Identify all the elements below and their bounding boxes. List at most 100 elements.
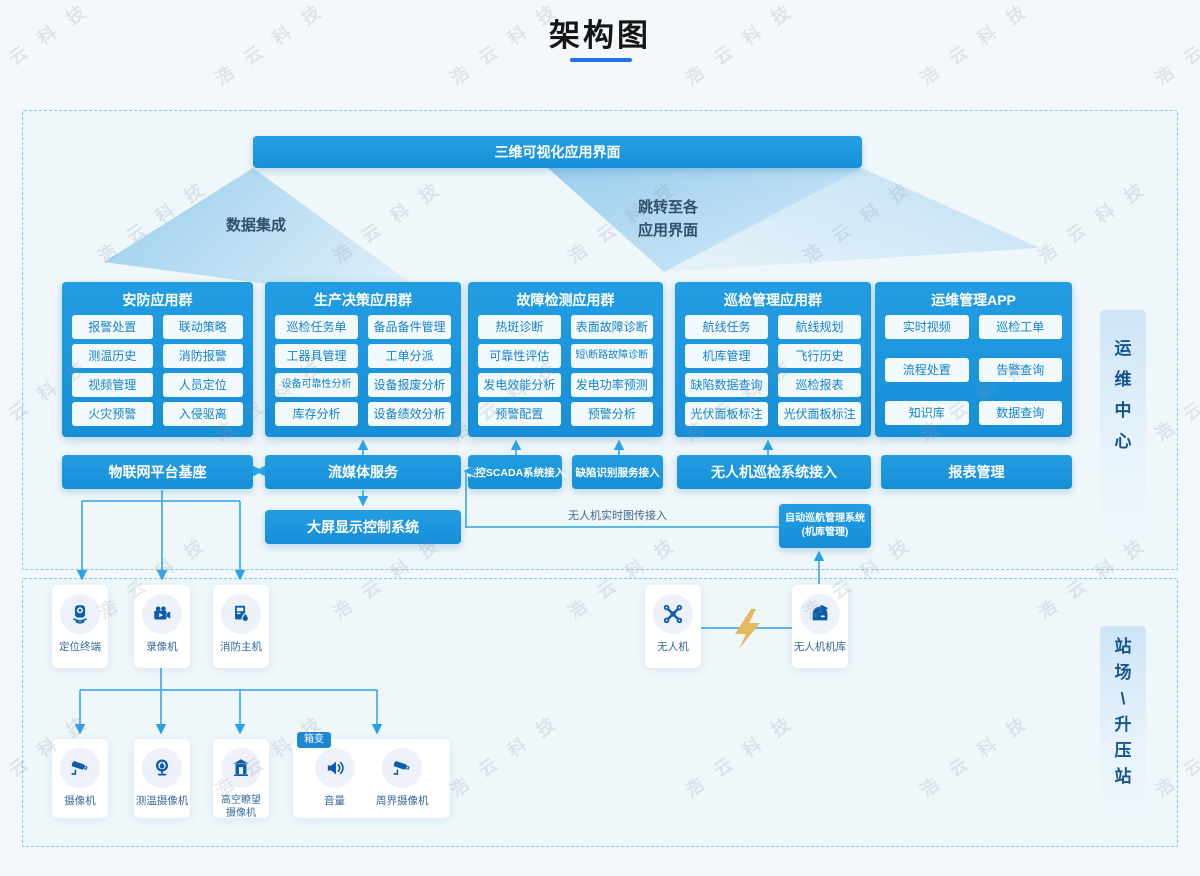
section-label-char: 维 [1114,370,1132,389]
group-inspection-management: 巡检管理应用群航线任务航线规划机库管理飞行历史缺陷数据查询巡检报表光伏面板标注光… [675,282,871,437]
box-transformer-badge: 箱变 [297,732,331,748]
group-items: 热斑诊断表面故障诊断可靠性评估短\断路故障诊断发电效能分析发电功率预测预警配置预… [468,315,663,426]
section-label-char: \ [1120,689,1126,708]
device-label: 音量 [324,795,345,807]
device-label: 无人机 [657,641,689,653]
group-item: 人员定位 [162,373,243,397]
thermal-camera-card: 测温摄像机 [134,739,190,818]
group-item: 告警查询 [978,358,1062,382]
group-item: 工单分派 [368,344,451,368]
auto-cruise-line1: 自动巡航管理系统 [785,513,865,524]
group-item: 光伏面板标注 [778,402,861,426]
big-screen-control-box: 大屏显示控制系统 [265,510,461,544]
camera-card: 摄像机 [52,739,108,818]
section-label-char: 运 [1114,339,1132,358]
drone-hangar-icon [800,594,840,634]
defect-recognition-box: 缺陷识别服务接入 [572,455,663,489]
speaker-icon [314,748,355,788]
cctv-camera-icon [382,748,423,788]
group-item: 火灾预警 [72,402,153,426]
auto-cruise-line2: (机库管理) [801,527,849,538]
group-item: 巡检工单 [978,315,1062,339]
group-item: 巡检报表 [778,373,861,397]
iot-platform-box: 物联网平台基座 [62,455,253,489]
group-item: 表面故障诊断 [570,315,653,339]
data-integration-label: 数据集成 [226,217,287,234]
group-item: 报警处置 [72,315,153,339]
box-transformer-card: 箱变音量 周界摄像机 [293,732,450,818]
group-item: 备品备件管理 [368,315,451,339]
streaming-media-box: 流媒体服务 [265,455,461,489]
device-label: 消防主机 [220,641,262,653]
auto-cruise-box: 自动巡航管理系统 (机库管理) [779,504,871,548]
group-item: 发电功率预测 [570,373,653,397]
device-label: 摄像机 [64,795,96,807]
jump-label-line2: 应用界面 [637,222,698,240]
device-slot: 周界摄像机 [376,748,429,808]
device-label: 无人机机库 [793,641,847,653]
group-item: 视频管理 [72,373,153,397]
device-label: 定位终端 [59,641,101,653]
station-section [22,578,1178,847]
group-items: 航线任务航线规划机库管理飞行历史缺陷数据查询巡检报表光伏面板标注光伏面板标注 [675,315,871,426]
fire-host-card: 消防主机 [213,585,269,668]
section-label-char: 中 [1114,401,1132,420]
group-title: 运维管理APP [931,292,1016,308]
group-item: 入侵驱离 [162,402,243,426]
drone-card: 无人机 [645,585,701,668]
device-label: 录像机 [146,641,178,653]
scada-access-box: 集控SCADA系统接入 [465,455,565,489]
positioning-terminal-icon [60,594,100,634]
group-title: 巡检管理应用群 [724,292,822,308]
group-item: 工器具管理 [275,344,358,368]
group-item: 消防报警 [162,344,243,368]
watchtower-camera-icon [221,748,261,788]
group-item: 发电效能分析 [478,373,561,397]
cctv-camera-icon [60,748,100,788]
section-label-char: 升 [1114,715,1132,734]
group-items: 报警处置联动策略测温历史消防报警视频管理人员定位火灾预警入侵驱离 [62,315,253,426]
positioning-terminal-card: 定位终端 [52,585,108,668]
group-item: 设备可靠性分析 [275,373,358,397]
group-item: 库存分析 [275,402,358,426]
section-label-char: 场 [1114,663,1132,682]
drone-realtime-link-label: 无人机实时图传接入 [568,510,667,522]
three-d-visualization-bar: 三维可视化应用界面 [253,136,862,168]
group-ops-app: 运维管理APP 实时视频巡检工单流程处置告警查询知识库数据查询 [875,282,1072,437]
group-item: 热斑诊断 [478,315,561,339]
report-management-box: 报表管理 [881,455,1072,489]
group-item: 短\断路故障诊断 [570,344,653,368]
group-items: 实时视频巡检工单流程处置告警查询知识库数据查询 [875,315,1072,425]
ops-center-label: 运维中心 [1100,310,1146,548]
drone-icon [653,594,693,634]
group-item: 缺陷数据查询 [685,373,768,397]
thermal-camera-icon [142,748,182,788]
group-item: 航线规划 [778,315,861,339]
station-label: 站场\升压站 [1100,626,1146,824]
title-underline [570,58,632,62]
group-item: 知识库 [885,401,969,425]
fire-host-icon [221,594,261,634]
group-item: 预警分析 [570,402,653,426]
device-label: 测温摄像机 [135,795,189,807]
watchtower-camera-card: 高空瞭望摄像机 [213,739,269,819]
group-item: 流程处置 [885,358,969,382]
group-title: 故障检测应用群 [516,292,615,308]
drone-inspection-access-box: 无人机巡检系统接入 [677,455,871,489]
group-item: 飞行历史 [778,344,861,368]
group-item: 设备报废分析 [368,373,451,397]
video-recorder-icon [142,594,182,634]
group-item: 可靠性评估 [478,344,561,368]
drone-hangar-card: 无人机机库 [792,585,848,668]
group-item: 设备绩效分析 [368,402,451,426]
device-label: 周界摄像机 [376,795,429,807]
group-security: 安防应用群报警处置联动策略测温历史消防报警视频管理人员定位火灾预警入侵驱离 [62,282,253,437]
group-item: 光伏面板标注 [685,402,768,426]
section-label-char: 压 [1114,741,1132,760]
group-item: 数据查询 [978,401,1062,425]
device-slot: 音量 [314,748,355,808]
section-label-char: 心 [1114,432,1132,451]
group-item: 机库管理 [685,344,768,368]
group-item: 预警配置 [478,402,561,426]
